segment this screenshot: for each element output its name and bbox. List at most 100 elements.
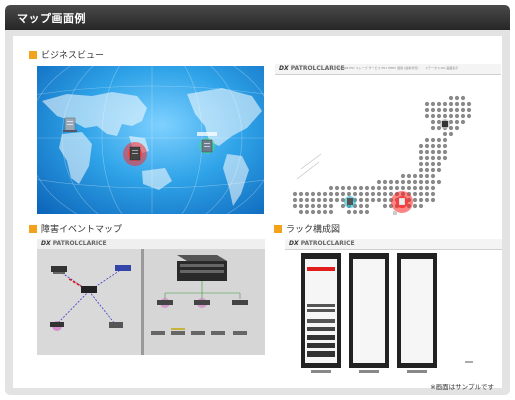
map-dot bbox=[436, 179, 442, 185]
japan-map-screenshot: DX PATROLCLARICE ROHLIB PSY スレーブ サービス PS… bbox=[275, 64, 501, 216]
map-dot bbox=[460, 101, 466, 107]
map-dot bbox=[436, 149, 442, 155]
fault-device-3 bbox=[50, 321, 64, 331]
section-fault-text: 障害イベントマップ bbox=[41, 225, 123, 235]
japan-map-header: DX PATROLCLARICE ROHLIB PSY スレーブ サービス PS… bbox=[275, 64, 501, 75]
map-dot bbox=[334, 185, 340, 191]
map-dot bbox=[454, 95, 460, 101]
map-dot bbox=[424, 107, 430, 113]
map-dot bbox=[430, 107, 436, 113]
fault-device-1 bbox=[51, 266, 67, 274]
map-dot bbox=[376, 179, 382, 185]
map-dot bbox=[418, 167, 424, 173]
map-dot bbox=[322, 203, 328, 209]
map-dot bbox=[382, 203, 388, 209]
ok-node-hokkaido bbox=[440, 119, 450, 129]
map-dot bbox=[430, 119, 436, 125]
map-dot bbox=[436, 167, 442, 173]
map-dot bbox=[442, 137, 448, 143]
map-dot bbox=[448, 131, 454, 137]
map-dot bbox=[448, 125, 454, 131]
map-dot bbox=[454, 119, 460, 125]
map-dot bbox=[430, 173, 436, 179]
map-dot bbox=[310, 209, 316, 215]
map-dot bbox=[448, 107, 454, 113]
rack-2 bbox=[349, 253, 389, 373]
map-dot bbox=[430, 197, 436, 203]
map-dot bbox=[454, 107, 460, 113]
map-dot bbox=[388, 191, 394, 197]
map-dot bbox=[364, 185, 370, 191]
map-dot bbox=[436, 155, 442, 161]
map-dot bbox=[424, 161, 430, 167]
map-dot bbox=[436, 143, 442, 149]
panel-header: マップ画面例 bbox=[5, 5, 510, 30]
section-rack-label: ラック構成図 bbox=[274, 222, 340, 235]
map-dot bbox=[400, 173, 406, 179]
map-dot bbox=[460, 107, 466, 113]
map-dot bbox=[412, 185, 418, 191]
map-dot bbox=[304, 209, 310, 215]
map-dot bbox=[334, 191, 340, 197]
map-dot bbox=[394, 185, 400, 191]
map-dot bbox=[370, 197, 376, 203]
map-dot bbox=[454, 101, 460, 107]
map-dot bbox=[328, 185, 334, 191]
map-dot bbox=[430, 113, 436, 119]
map-dot bbox=[448, 119, 454, 125]
map-dot bbox=[388, 179, 394, 185]
map-dot bbox=[418, 179, 424, 185]
map-dot bbox=[466, 107, 472, 113]
map-dot bbox=[406, 185, 412, 191]
map-dot bbox=[376, 185, 382, 191]
map-dot bbox=[364, 209, 370, 215]
map-dot bbox=[406, 179, 412, 185]
map-dot bbox=[430, 125, 436, 131]
map-dot bbox=[418, 185, 424, 191]
map-dot bbox=[292, 191, 298, 197]
map-dot bbox=[298, 191, 304, 197]
fault-network-diagram bbox=[37, 249, 265, 355]
access-switch-3 bbox=[232, 300, 248, 305]
map-dot bbox=[328, 203, 334, 209]
core-switch bbox=[177, 255, 227, 281]
map-dot bbox=[454, 113, 460, 119]
section-rack-text: ラック構成図 bbox=[286, 225, 341, 235]
map-dot bbox=[334, 197, 340, 203]
map-dot bbox=[304, 203, 310, 209]
map-dot bbox=[430, 137, 436, 143]
map-dot bbox=[460, 95, 466, 101]
map-dot bbox=[340, 197, 346, 203]
sample-note: ※画面はサンプルです bbox=[430, 383, 494, 391]
map-dot bbox=[424, 173, 430, 179]
map-dot bbox=[376, 197, 382, 203]
map-dot bbox=[424, 179, 430, 185]
map-dot bbox=[418, 203, 424, 209]
server-row bbox=[151, 328, 247, 335]
orange-square-icon bbox=[29, 51, 37, 59]
map-dot bbox=[424, 191, 430, 197]
map-dot bbox=[352, 191, 358, 197]
map-dot bbox=[352, 185, 358, 191]
map-dot bbox=[430, 161, 436, 167]
map-dot bbox=[346, 185, 352, 191]
map-dot bbox=[316, 203, 322, 209]
map-dot bbox=[322, 197, 328, 203]
map-dot bbox=[358, 191, 364, 197]
map-dot bbox=[304, 191, 310, 197]
map-dot bbox=[400, 179, 406, 185]
panel-title: マップ画面例 bbox=[17, 12, 86, 25]
map-dot bbox=[292, 197, 298, 203]
map-dot bbox=[310, 191, 316, 197]
section-business-text: ビジネスビュー bbox=[41, 51, 105, 61]
panel-content: ビジネスビュー bbox=[13, 36, 502, 391]
map-dot bbox=[370, 191, 376, 197]
alarm-node-kanto bbox=[391, 191, 413, 213]
map-dot bbox=[406, 173, 412, 179]
map-dot bbox=[418, 161, 424, 167]
map-dot bbox=[430, 179, 436, 185]
map-dot bbox=[424, 149, 430, 155]
patrolclarice-logo: DX PATROLCLARICE bbox=[41, 240, 107, 247]
japan-header-right: ステータス:OK 画面表示 bbox=[425, 66, 459, 70]
map-dot bbox=[358, 185, 364, 191]
